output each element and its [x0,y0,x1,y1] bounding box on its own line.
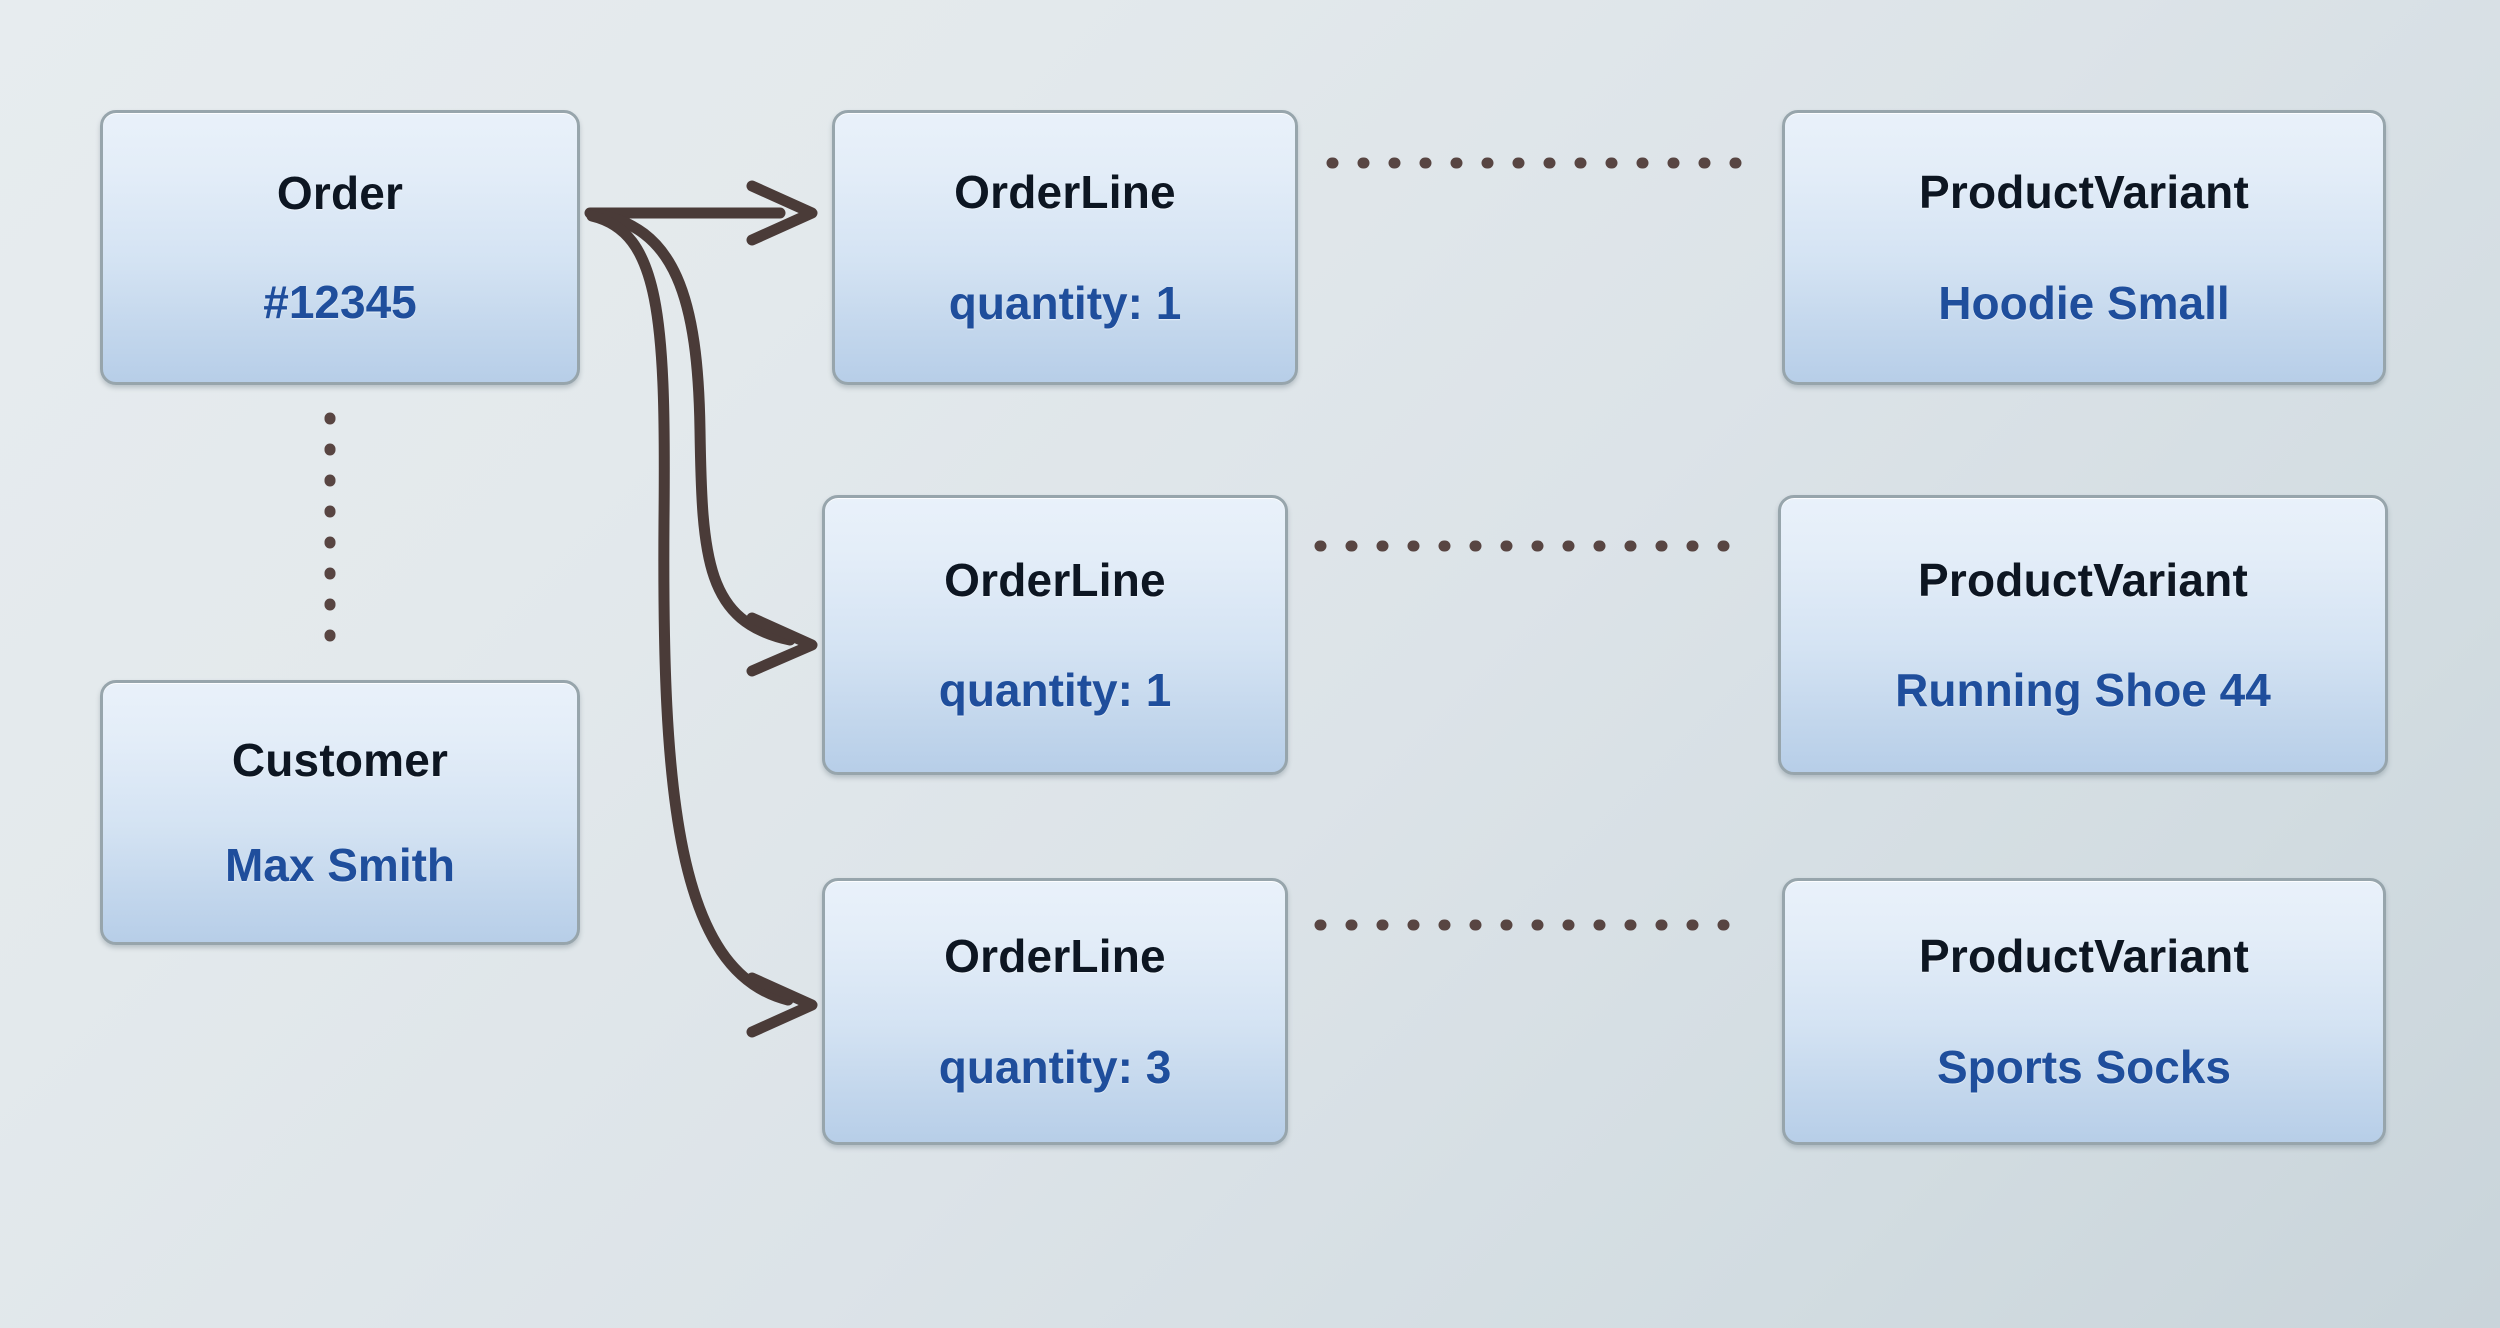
node-order-subtitle: #12345 [263,275,417,328]
arrowhead-line1-icon [746,180,818,246]
node-productvariant-2-subtitle: Running Shoe 44 [1895,664,2271,716]
node-orderline-2-subtitle: quantity: 1 [938,664,1172,716]
edge-order-to-line3 [586,210,794,1006]
node-productvariant-2[interactable]: ProductVariant Running Shoe 44 [1778,495,2388,775]
node-orderline-3-title: OrderLine [944,930,1166,983]
node-orderline-1-title: OrderLine [954,166,1176,219]
node-productvariant-1-title: ProductVariant [1919,166,2249,219]
node-productvariant-3-title: ProductVariant [1919,930,2249,983]
node-productvariant-1-subtitle: Hoodie Small [1938,276,2230,329]
node-customer[interactable]: Customer Max Smith [100,680,580,945]
node-orderline-3[interactable]: OrderLine quantity: 3 [822,878,1288,1145]
node-productvariant-3-subtitle: Sports Socks [1937,1040,2231,1093]
node-orderline-1-subtitle: quantity: 1 [948,276,1182,329]
node-productvariant-2-title: ProductVariant [1918,553,2248,606]
node-orderline-2[interactable]: OrderLine quantity: 1 [822,495,1288,775]
node-order-title: Order [276,167,404,220]
node-customer-title: Customer [231,734,449,787]
arrowhead-line3-icon [746,972,818,1038]
node-customer-subtitle: Max Smith [224,838,456,891]
node-productvariant-3[interactable]: ProductVariant Sports Socks [1782,878,2386,1145]
node-order[interactable]: Order #12345 [100,110,580,385]
node-orderline-2-title: OrderLine [944,553,1166,606]
node-productvariant-1[interactable]: ProductVariant Hoodie Small [1782,110,2386,385]
arrowhead-line2-icon [746,612,818,677]
edge-order-to-line2 [586,208,796,646]
node-orderline-1[interactable]: OrderLine quantity: 1 [832,110,1298,385]
node-orderline-3-subtitle: quantity: 3 [938,1040,1172,1093]
